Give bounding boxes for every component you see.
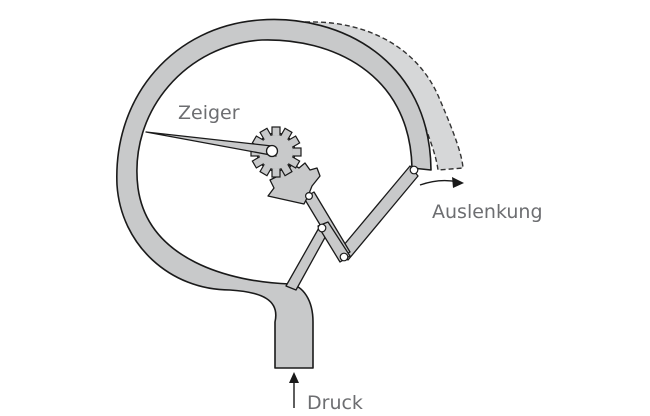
deflection-arrowhead [452,177,464,188]
pointer-hub [265,144,279,158]
label-deflection: Auslenkung [432,201,543,223]
label-pressure: Druck [307,392,363,414]
label-pointer: Zeiger [178,102,240,124]
pivot-lever-bottom [339,252,349,262]
pressure-arrowhead [289,372,299,383]
connecting-rod [337,165,419,261]
bourdon-tube [116,18,432,369]
support-arm [285,225,329,291]
pivot-sector [305,192,314,201]
link-bar [317,221,351,263]
deflection-arrow [419,179,459,186]
pivot-tube-end [409,165,419,175]
pivot-support [317,223,327,233]
